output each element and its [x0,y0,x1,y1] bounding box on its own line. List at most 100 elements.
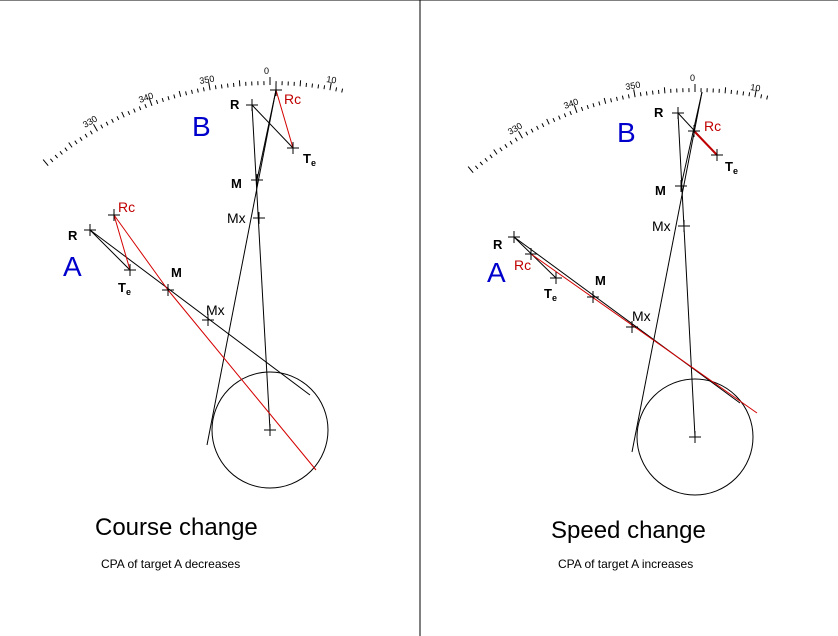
panel-title-speed: Speed change [551,517,706,544]
scale-tick [50,158,54,163]
scale-tick [616,96,618,101]
scale-tick [220,84,223,89]
scale-tick [754,89,757,98]
scale-label-0: 0 [690,73,695,83]
scale-tick [541,123,545,128]
panel-title-course: Course change [95,514,258,541]
point-r-a: R [493,237,503,252]
point-mx-b: Mx [652,218,671,234]
scale-tick [299,80,302,87]
scale-tick [766,95,769,100]
scale-label-340: 340 [562,96,580,111]
scale-tick [742,91,745,96]
scale-tick [586,104,589,110]
scale-tick [580,106,584,111]
scale-tick [329,82,332,91]
scale-label-10: 10 [750,82,761,93]
scale-tick [196,88,199,93]
point-te-b: Te [725,159,738,176]
point-te-a: Te [118,280,131,297]
scale-tick [105,121,109,126]
scale-tick [173,94,176,99]
scale-tick [144,104,147,109]
scale-tick [311,83,313,88]
point-m-a: M [171,265,182,280]
scale-tick [155,99,159,104]
cpa-circle [636,378,754,496]
scale-tick [178,90,182,97]
scale-label-350: 350 [625,80,642,92]
scale-label-0: 0 [264,66,269,76]
scale-tick [167,96,170,101]
point-r-b: R [230,97,240,112]
scale-tick [592,103,595,108]
point-m-b: M [231,176,242,191]
target-a-plot [508,231,758,414]
bearing-scale [467,84,769,174]
scale-tick [93,124,98,132]
scale-tick [138,106,142,111]
scale-tick [563,113,567,118]
scale-tick [558,115,561,120]
scale-tick [546,118,550,125]
scale-tick [191,89,193,94]
scale-tick [479,161,483,166]
scale-tick [493,149,498,155]
target-b-label: B [617,117,636,148]
scale-tick [489,154,493,159]
target-a-label: A [487,257,506,288]
scale-tick [573,105,578,113]
scale-tick [323,85,326,90]
scale-tick [499,147,503,152]
scale-tick [100,124,104,129]
point-mx-b: Mx [227,210,246,226]
scale-tick [127,110,131,116]
scale-tick [569,111,572,116]
point-rc-b: Rc [284,91,301,107]
scale-tick [484,158,488,162]
scale-tick [317,84,320,89]
scale-tick [74,140,78,145]
scale-label-330: 330 [506,121,524,137]
target-b-plot [631,91,723,453]
point-r-b: R [654,105,664,120]
scale-tick [652,90,654,95]
bearing-scale [42,77,344,167]
scale-tick [64,147,68,152]
scale-tick [238,80,241,87]
scale-label-330: 330 [81,114,99,130]
scale-tick [116,116,120,121]
scale-tick [748,92,751,97]
target-b-label: B [192,111,211,142]
scale-tick [467,166,474,174]
scale-tick [335,87,338,92]
point-rc-b: Rc [704,118,721,134]
scale-tick [214,85,217,90]
point-mx-a: Mx [632,308,651,324]
scale-tick [148,98,153,106]
scale-tick [185,91,187,96]
scale-tick [42,159,49,167]
cpa-circle [211,371,329,489]
scale-tick [509,140,513,145]
scale-tick [530,128,534,133]
scale-tick [621,95,624,100]
panel-course-change: 330 340 350 0 10 B R Rc Te M Mx [42,66,344,571]
point-rc-a: Rc [118,199,135,215]
point-te-a: Te [544,286,557,303]
scale-tick [724,87,727,94]
scale-label-350: 350 [199,74,216,86]
point-mx-a: Mx [206,302,225,318]
scale-tick [760,94,763,99]
scale-tick [121,111,125,118]
scale-tick [161,97,164,103]
scale-tick [645,91,648,96]
scale-tick [536,125,539,130]
point-te-b: Te [303,151,316,168]
target-a-label: A [63,251,82,282]
scale-label-340: 340 [137,90,155,105]
point-rc-a: Rc [514,257,531,273]
panel-subtitle-course: CPA of target A decreases [101,557,240,571]
scale-tick [79,137,83,141]
